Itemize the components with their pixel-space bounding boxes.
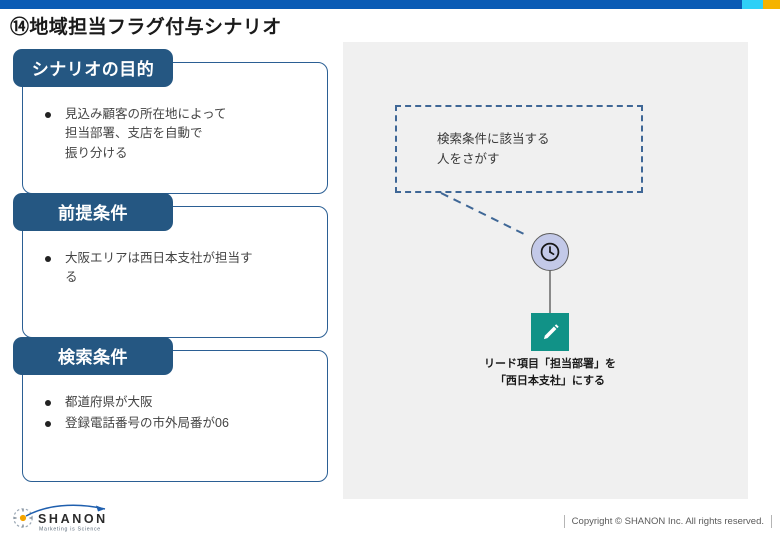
bullet-list: 大阪エリアは西日本支社が担当す る — [41, 249, 313, 288]
card-header-label: 検索条件 — [13, 337, 173, 375]
bullet-list: 見込み顧客の所在地によって 担当部署、支店を自動で 振り分ける — [41, 105, 313, 163]
pencil-glyph — [543, 323, 559, 339]
card-body: 都道府県が大阪 登録電話番号の市外局番が06 — [23, 385, 327, 444]
search-condition-text: 検索条件に該当する 人をさがす — [437, 132, 550, 166]
list-item: 大阪エリアは西日本支社が担当す る — [41, 249, 313, 288]
shanon-logo-graphic: SHANON Marketing is Science — [13, 504, 108, 533]
card-scenario-purpose: シナリオの目的 見込み顧客の所在地によって 担当部署、支店を自動で 振り分ける — [13, 49, 328, 194]
card-search-conditions: 検索条件 都道府県が大阪 登録電話番号の市外局番が06 — [13, 337, 328, 482]
card-prerequisites: 前提条件 大阪エリアは西日本支社が担当す る — [13, 193, 328, 338]
list-item: 登録電話番号の市外局番が06 — [41, 414, 313, 433]
logo-tagline: Marketing is Science — [39, 527, 101, 533]
divider-left — [563, 515, 565, 528]
accent-segment-blue — [0, 0, 742, 9]
list-item: 都道府県が大阪 — [41, 393, 313, 412]
clock-icon[interactable] — [531, 233, 569, 271]
card-body: 見込み顧客の所在地によって 担当部署、支店を自動で 振り分ける — [23, 97, 327, 173]
card-header-label: シナリオの目的 — [13, 49, 173, 87]
logo-arrow-head — [96, 505, 105, 512]
logo-sun-mark — [13, 508, 33, 528]
copyright-block: Copyright © SHANON Inc. All rights reser… — [563, 515, 772, 528]
search-condition-box: 検索条件に該当する 人をさがす — [395, 105, 643, 193]
bullet-list: 都道府県が大阪 登録電話番号の市外局番が06 — [41, 393, 313, 434]
shanon-logo: SHANON Marketing is Science — [8, 502, 120, 534]
card-body: 大阪エリアは西日本支社が担当す る — [23, 241, 327, 298]
list-item: 見込み顧客の所在地によって 担当部署、支店を自動で 振り分ける — [41, 105, 313, 163]
logo-wordmark: SHANON — [38, 512, 108, 526]
card-header-label: 前提条件 — [13, 193, 173, 231]
accent-segment-amber — [763, 0, 780, 9]
divider-right — [771, 515, 772, 528]
action-caption: リード項目「担当部署」を 「西日本支社」にする — [484, 358, 616, 387]
page-title: ⑭地域担当フラグ付与シナリオ — [10, 17, 282, 38]
pencil-icon[interactable] — [531, 313, 569, 351]
copyright-text: Copyright © SHANON Inc. All rights reser… — [571, 516, 764, 527]
top-accent-bar — [0, 0, 780, 9]
accent-segment-cyan — [742, 0, 763, 9]
clock-glyph — [540, 242, 560, 262]
